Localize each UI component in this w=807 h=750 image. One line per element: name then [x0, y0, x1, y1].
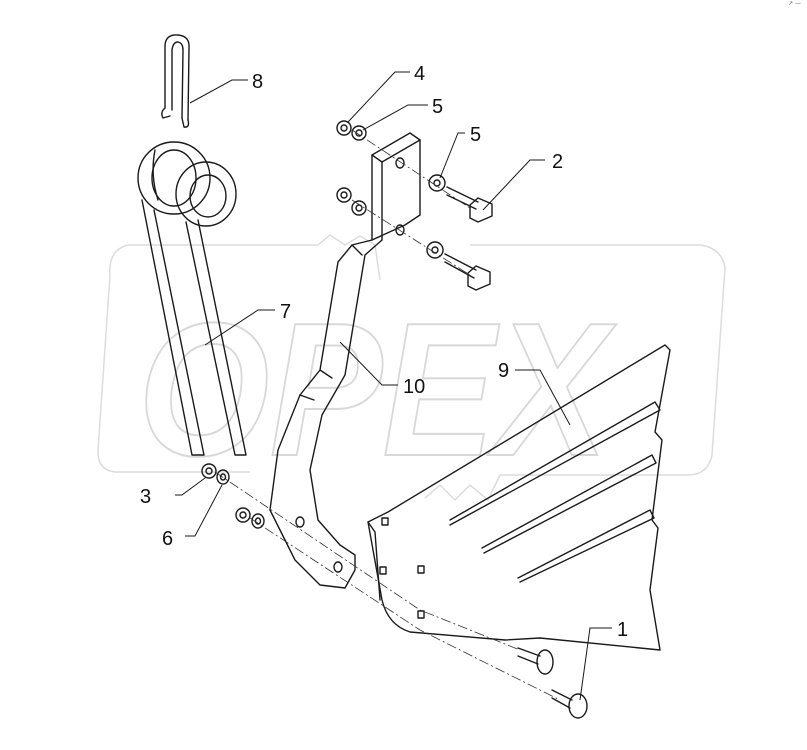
carriage-bolt-upper-part	[517, 647, 554, 675]
leader-c7	[204, 309, 275, 346]
callout-5b: 5	[470, 124, 481, 146]
callout-4: 4	[414, 63, 425, 85]
bracket-arm-part	[269, 132, 421, 589]
leader-c5a	[362, 104, 428, 131]
watermark: OPEX	[97, 234, 726, 502]
deflector-plate-part	[367, 344, 671, 651]
callout-7: 7	[280, 301, 291, 323]
leader-c5b	[439, 132, 465, 179]
washer-mid-part	[351, 200, 367, 216]
leader-c2	[482, 159, 545, 211]
assembly-centerlines	[214, 129, 561, 701]
leader-c6	[185, 484, 223, 537]
clip-part	[161, 34, 190, 128]
watermark-text: OPEX	[138, 284, 617, 496]
leader-c4	[347, 71, 410, 123]
leader-c1	[579, 627, 612, 701]
washer-lower2-part	[251, 513, 265, 529]
nut-upper-part	[336, 120, 352, 136]
washer-bolt-lower-part	[426, 241, 444, 259]
nut-mid-part	[336, 187, 352, 203]
callout-9: 9	[498, 360, 509, 382]
leader-c10	[339, 341, 398, 386]
nut-lower-part	[201, 463, 217, 479]
nut-lower2-part	[235, 507, 251, 523]
watermark-outline-right	[424, 244, 726, 502]
callout-10: 10	[403, 376, 425, 398]
hex-bolt-upper-part	[446, 186, 493, 223]
spring-tine-part	[137, 141, 247, 456]
watermark-outline-left	[97, 234, 381, 473]
callout-5a: 5	[432, 96, 443, 118]
callout-2: 2	[552, 151, 563, 173]
callout-labels: 1 2 3 4 5 5 6 7 8 9 10	[140, 63, 628, 641]
callout-6: 6	[162, 528, 173, 550]
leader-lines	[175, 71, 612, 701]
corner-mark: ↗ —	[788, 0, 801, 7]
callout-8: 8	[252, 71, 263, 93]
hex-bolt-lower-part	[444, 253, 491, 291]
leader-c9	[515, 369, 571, 426]
leader-c3	[175, 477, 206, 496]
washer-bolt-upper-part	[428, 174, 446, 192]
leader-c8	[189, 79, 248, 104]
callout-3: 3	[140, 486, 151, 508]
carriage-bolt-lower-part	[551, 689, 588, 719]
washer-lower-part	[216, 469, 230, 485]
callout-1: 1	[617, 619, 628, 641]
